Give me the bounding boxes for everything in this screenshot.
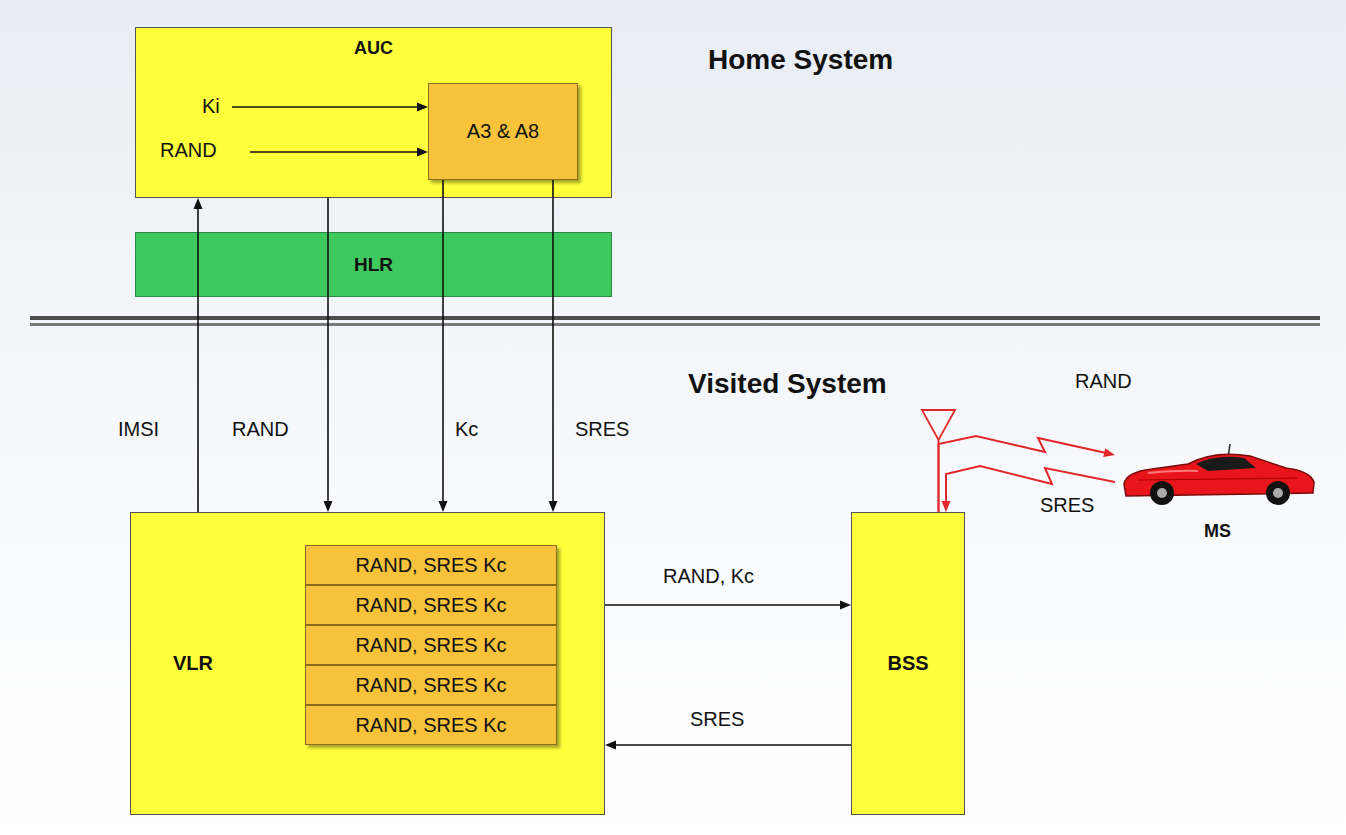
- arrow-head: [1103, 448, 1115, 457]
- arrow-head: [840, 601, 851, 610]
- connector: [442, 180, 444, 503]
- triplet-row: RAND, SRES Kc: [305, 545, 557, 585]
- connector: [197, 207, 199, 512]
- edge-label: IMSI: [118, 418, 159, 441]
- triplet-row: RAND, SRES Kc: [305, 665, 557, 705]
- car-illustration: [1124, 444, 1314, 505]
- input-arrow: [232, 106, 418, 108]
- arrow-head: [549, 501, 558, 512]
- antenna-symbol: [922, 410, 955, 513]
- triplet-row: RAND, SRES Kc: [305, 625, 557, 665]
- separator-line: [30, 316, 1320, 320]
- vlr-box: VLR RAND, SRES Kc RAND, SRES Kc RAND, SRES …: [130, 512, 605, 815]
- arrow-head: [417, 103, 428, 112]
- node-text: RAND, SRES Kc: [355, 554, 506, 577]
- edge-label: RAND: [1075, 370, 1132, 393]
- edge-label: SRES: [575, 418, 629, 441]
- node-text: RAND, SRES Kc: [355, 674, 506, 697]
- connector: [552, 180, 554, 503]
- edge-label: RAND: [232, 418, 289, 441]
- input-arrow: [250, 151, 418, 153]
- node-text: MS: [1204, 521, 1231, 542]
- node-text: A3 & A8: [467, 120, 539, 143]
- arrow-head: [194, 198, 203, 209]
- bss-box: BSS: [851, 512, 965, 815]
- edge-label: SRES: [690, 708, 744, 731]
- arrow-head: [417, 148, 428, 157]
- edge-label: Kc: [455, 418, 478, 441]
- node-text: RAND, SRES Kc: [355, 714, 506, 737]
- section-title: Visited System: [688, 368, 887, 400]
- node-text: RAND, SRES Kc: [355, 594, 506, 617]
- section-title: Home System: [708, 44, 893, 76]
- node-text: BSS: [887, 652, 928, 675]
- algorithm-box: A3 & A8: [428, 83, 578, 180]
- arrow-head: [942, 501, 951, 512]
- input-label: RAND: [160, 139, 217, 162]
- mobile-station: MS: [1115, 440, 1320, 544]
- input-label: Ki: [202, 95, 220, 118]
- connector: [614, 744, 851, 746]
- arrow-head: [324, 501, 333, 512]
- separator-line: [30, 323, 1320, 326]
- hlr-band: HLR: [135, 232, 612, 297]
- arrow-head: [439, 501, 448, 512]
- triplet-row: RAND, SRES Kc: [305, 585, 557, 625]
- edge-label: RAND, Kc: [663, 565, 754, 588]
- edge-label: SRES: [1040, 494, 1094, 517]
- connector: [327, 198, 329, 503]
- node-text: VLR: [173, 652, 213, 675]
- node-text: AUC: [354, 38, 393, 59]
- node-text: HLR: [354, 254, 393, 276]
- connector: [605, 604, 842, 606]
- arrow-head: [605, 741, 616, 750]
- node-text: RAND, SRES Kc: [355, 634, 506, 657]
- triplet-row: RAND, SRES Kc: [305, 705, 557, 745]
